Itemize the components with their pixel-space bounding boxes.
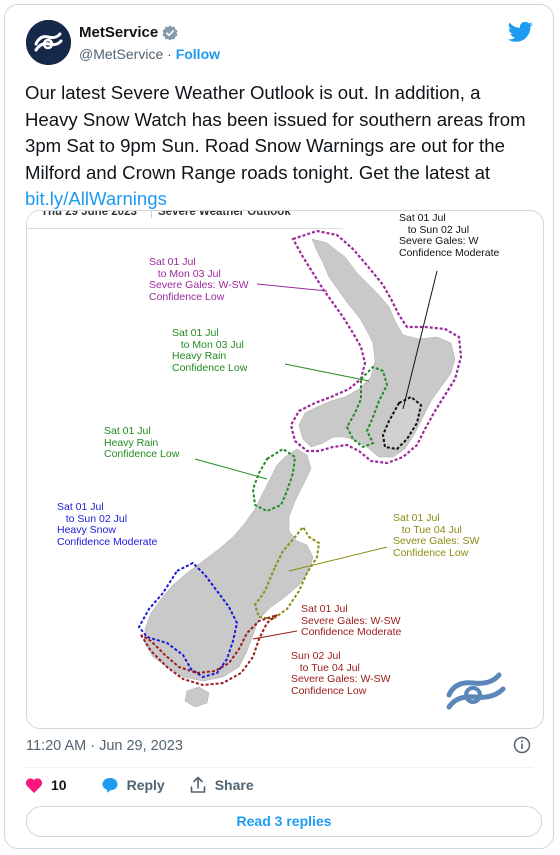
olive-gales-zone — [253, 525, 321, 621]
green-rain-zone-north — [345, 365, 389, 449]
account-name[interactable]: MetService — [79, 24, 178, 41]
reply-button[interactable]: Reply — [101, 776, 165, 794]
avatar[interactable] — [26, 20, 71, 65]
label-maroon-gales-sat: Sat 01 Jul Severe Gales: W-SW Confidence… — [301, 603, 402, 638]
reply-label: Reply — [126, 777, 165, 793]
green-leader-line-west — [194, 458, 268, 480]
label-green-rain-short: Sat 01 Jul Heavy Rain Confidence Low — [104, 425, 180, 460]
account-name-text[interactable]: MetService — [79, 24, 159, 41]
green-leader-line-north — [284, 363, 370, 382]
metservice-logo-icon — [26, 20, 71, 65]
label-olive-gales: Sat 01 Jul to Tue 04 Jul Severe Gales: S… — [393, 512, 480, 559]
black-gales-zone — [381, 395, 423, 451]
label-maroon-gales-sun: Sun 02 Jul to Tue 04 Jul Severe Gales: W… — [291, 650, 391, 697]
tweet-actions: 10 Reply Share — [25, 776, 278, 794]
actions-divider — [25, 767, 533, 768]
north-island-shape — [298, 238, 456, 458]
share-button[interactable]: Share — [189, 776, 254, 794]
olive-leader-line — [288, 546, 388, 572]
like-button[interactable]: 10 — [25, 777, 67, 794]
media-header-date: Thu 29 June 2023 — [41, 210, 137, 218]
metservice-watermark-icon — [446, 672, 506, 710]
read-replies-button[interactable]: Read 3 replies — [26, 806, 542, 837]
reply-icon — [102, 778, 118, 793]
tweet-timestamp[interactable]: 11:20 AM · Jun 29, 2023 — [26, 738, 183, 754]
tweet-link[interactable]: bit.ly/AllWarnings — [25, 188, 167, 209]
heart-icon — [25, 777, 43, 793]
tweet-media-image[interactable]: Thu 29 June 2023 Severe Weather Outlook … — [26, 210, 544, 729]
tweet-text: Our latest Severe Weather Outlook is out… — [25, 80, 535, 213]
account-handle-row: @MetService · Follow — [79, 46, 220, 62]
tweet-body: Our latest Severe Weather Outlook is out… — [25, 82, 526, 183]
purple-leader-line — [256, 283, 328, 292]
twitter-bird-icon[interactable] — [508, 21, 533, 43]
blue-snow-zone — [137, 561, 239, 679]
black-leader-line — [402, 270, 438, 410]
maroon-leader-line — [252, 630, 298, 640]
like-count: 10 — [51, 777, 67, 793]
info-icon[interactable] — [513, 736, 531, 754]
maroon-gales-zone — [140, 614, 278, 687]
stewart-island-shape — [184, 686, 210, 708]
label-green-rain-long: Sat 01 Jul to Mon 03 Jul Heavy Rain Conf… — [172, 327, 248, 374]
label-blue-snow: Sat 01 Jul to Sun 02 Jul Heavy Snow Conf… — [57, 501, 158, 548]
account-handle[interactable]: @MetService — [79, 46, 164, 62]
share-icon — [190, 776, 206, 793]
share-label: Share — [214, 777, 254, 793]
purple-gales-zone — [289, 229, 463, 465]
follow-button[interactable]: Follow — [175, 46, 221, 62]
media-header: Thu 29 June 2023 Severe Weather Outlook — [27, 211, 343, 229]
south-island-shape — [144, 448, 314, 682]
tweet-card: MetService @MetService · Follow Our late… — [4, 4, 554, 849]
severe-weather-map — [137, 229, 506, 710]
label-black-gales: Sat 01 Jul to Sun 02 Jul Severe Gales: W… — [399, 212, 500, 259]
media-header-title: Severe Weather Outlook — [151, 211, 291, 218]
label-purple-gales: Sat 01 Jul to Mon 03 Jul Severe Gales: W… — [149, 256, 249, 303]
verified-badge-icon — [162, 25, 178, 40]
handle-separator: · — [167, 46, 172, 62]
